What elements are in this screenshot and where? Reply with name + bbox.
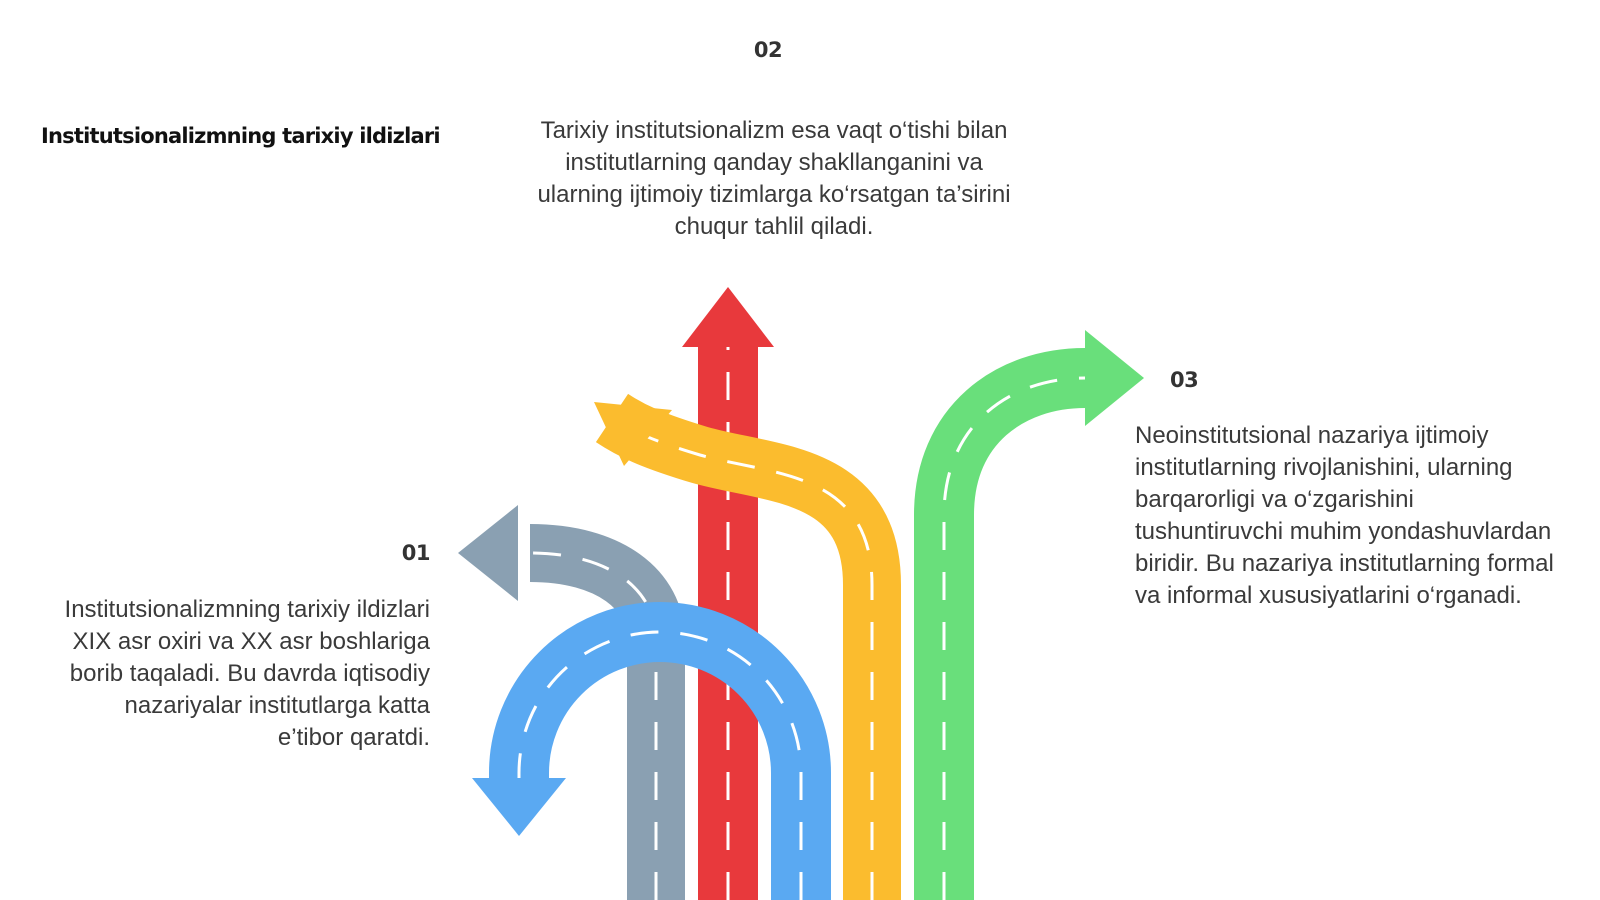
yellow-arrowhead	[594, 402, 672, 466]
green-road-body	[914, 348, 1086, 900]
green-arrowhead	[1085, 330, 1144, 426]
yellow-road-arrow	[594, 393, 901, 900]
step-description-03: Neoinstitutsional nazariya ijtimoiy inst…	[1135, 422, 1554, 609]
step-description-01: Institutsionalizmning tarixiy ildizlari …	[64, 596, 430, 751]
blue-road-dashes	[517, 630, 803, 900]
gray-arrowhead	[458, 505, 518, 601]
blue-road-arrow	[472, 602, 831, 900]
green-road-arrow	[914, 330, 1144, 900]
step-description-02: Tarixiy institutsionalizm esa vaqt o‘tis…	[537, 117, 1011, 240]
blue-arrowhead	[472, 778, 566, 836]
step-number-01: 01	[401, 541, 431, 565]
green-road-dashes	[942, 376, 1086, 900]
step-number-03: 03	[1170, 368, 1199, 392]
step-number-02: 02	[753, 38, 783, 62]
red-arrowhead	[682, 287, 774, 347]
red-road-arrow	[682, 287, 774, 900]
page-title: Institutsionalizmning tarixiy ildizlari	[41, 124, 441, 148]
